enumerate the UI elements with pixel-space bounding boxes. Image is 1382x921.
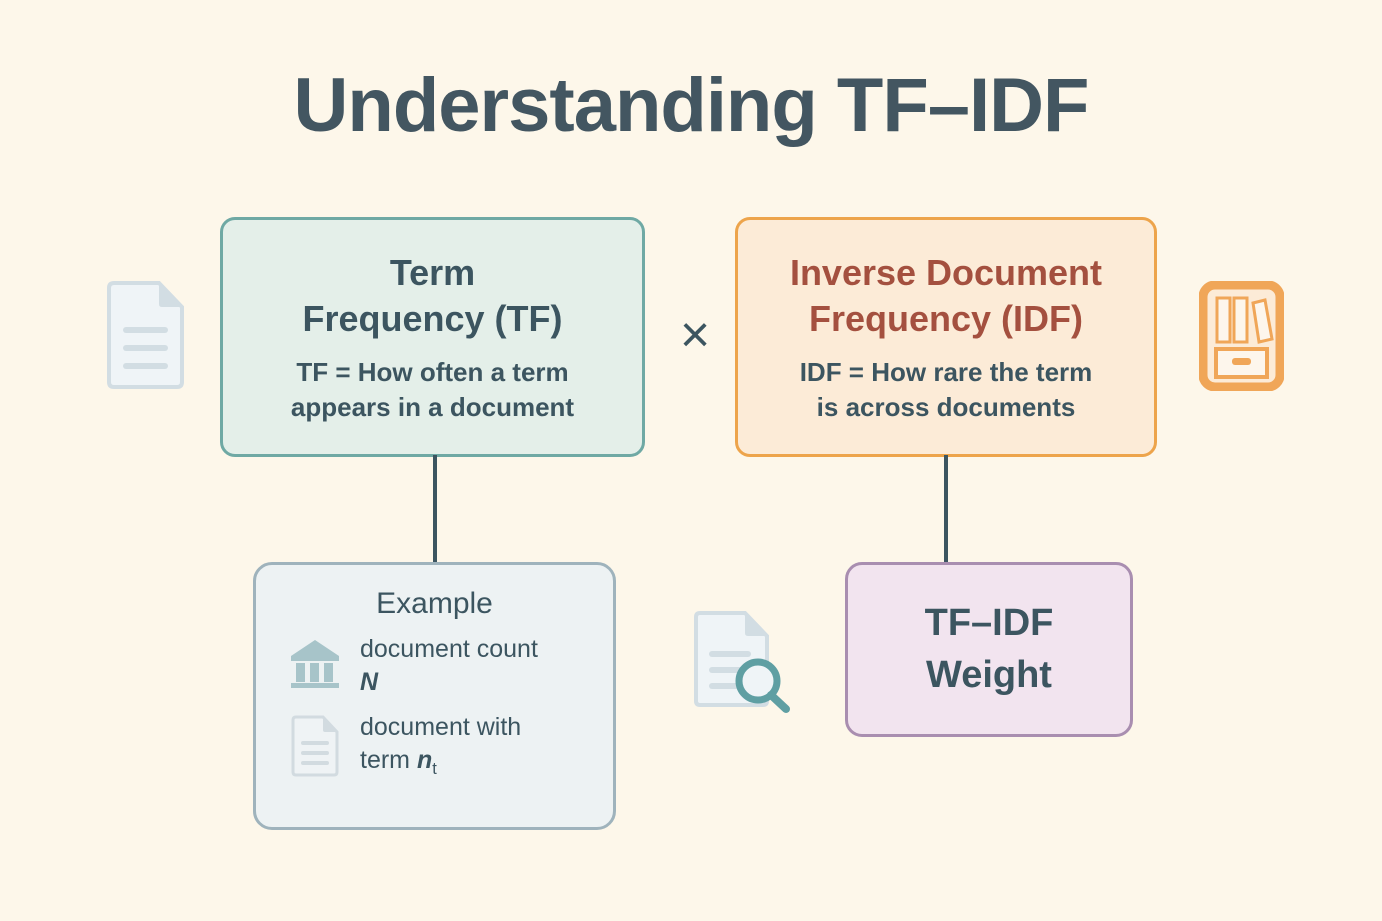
multiplication-operator: × <box>679 306 711 364</box>
example-row-label: document count N <box>360 633 538 699</box>
connector-idf-to-weight <box>944 455 948 565</box>
tf-description-line1: TF = How often a term <box>296 357 569 387</box>
inverse-document-frequency-box: Inverse Document Frequency (IDF) IDF = H… <box>735 217 1157 457</box>
example-row-label: document with term nt <box>360 711 521 781</box>
tf-heading: Term Frequency (TF) <box>302 250 562 342</box>
document-icon <box>286 711 344 777</box>
page-title: Understanding TF–IDF <box>293 63 1090 148</box>
bank-icon <box>286 633 344 689</box>
idf-description: IDF = How rare the term is across docume… <box>800 355 1093 424</box>
example-row-label-prefix: term <box>360 746 417 774</box>
tfidf-weight-box: TF–IDF Weight <box>845 562 1133 737</box>
example-title: Example <box>376 587 493 620</box>
idf-description-line1: IDF = How rare the term <box>799 357 1093 387</box>
idf-heading-line1: Inverse Document <box>789 251 1103 293</box>
example-row-label-line1: document count <box>360 635 538 663</box>
idf-heading-line2: Frequency (IDF) <box>808 297 1083 339</box>
archive-box-icon <box>1198 280 1285 396</box>
example-row-label-line1: document with <box>360 713 522 741</box>
document-search-icon <box>688 609 793 719</box>
example-row-symbol: n <box>416 746 433 774</box>
tf-heading-line2: Frequency (TF) <box>302 297 563 339</box>
example-row: document count N <box>286 633 613 699</box>
tfidf-weight-line2: Weight <box>926 653 1052 696</box>
example-row: document with term nt <box>286 711 613 781</box>
connector-tf-to-example <box>433 455 437 565</box>
document-icon <box>103 280 188 395</box>
tfidf-weight-line1: TF–IDF <box>924 602 1054 645</box>
example-row-symbol: N <box>360 668 379 696</box>
tf-heading-line1: Term <box>389 251 476 293</box>
example-box: Example document count N <box>253 562 616 830</box>
idf-heading: Inverse Document Frequency (IDF) <box>790 250 1102 342</box>
tfidf-weight-heading: TF–IDF Weight <box>925 598 1054 701</box>
example-row-symbol-subscript: t <box>432 760 437 778</box>
tf-description: TF = How often a term appears in a docum… <box>291 355 574 424</box>
tf-description-line2: appears in a document <box>290 391 575 422</box>
term-frequency-box: Term Frequency (TF) TF = How often a ter… <box>220 217 645 457</box>
idf-description-line2: is across documents <box>816 391 1076 422</box>
